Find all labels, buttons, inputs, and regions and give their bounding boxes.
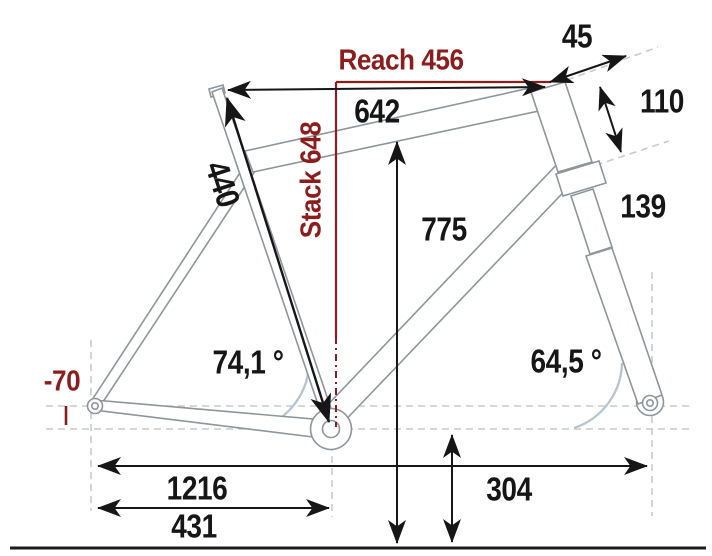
fork-crown [554, 160, 608, 197]
fork-offset-arrow [549, 54, 627, 84]
fork-offset-label: 45 [561, 17, 593, 55]
head-tube [529, 81, 594, 173]
fork-head-label: 139 [620, 187, 666, 225]
head-tube-arrow [598, 86, 623, 153]
dimension-arrows [97, 54, 648, 544]
bb-height-label: 304 [486, 470, 532, 508]
reach-label: Reach 456 [338, 44, 464, 77]
rear-axle-hole [91, 401, 100, 410]
down-tube [317, 157, 580, 433]
standover-label: 775 [421, 210, 467, 248]
head-tube-label: 110 [640, 82, 684, 120]
seat-angle-label: 74,1 ° [212, 343, 284, 381]
top-tube-arrow [227, 78, 546, 99]
frame-tubes [86, 81, 665, 451]
fork-stanchion [569, 187, 614, 256]
bb-drop-label: -70 [43, 365, 81, 398]
fork-lower-leg [584, 247, 664, 406]
head-angle-label: 64,5 ° [530, 342, 602, 380]
chainstay-label: 431 [171, 507, 217, 545]
front-axle-hole [645, 398, 654, 407]
wheelbase-label: 1216 [166, 469, 228, 507]
seat-tube-arrow [224, 96, 332, 424]
stack-label: Stack 648 [295, 121, 328, 239]
top-tube-label: 642 [354, 92, 400, 130]
head-angle-arc [573, 362, 624, 430]
